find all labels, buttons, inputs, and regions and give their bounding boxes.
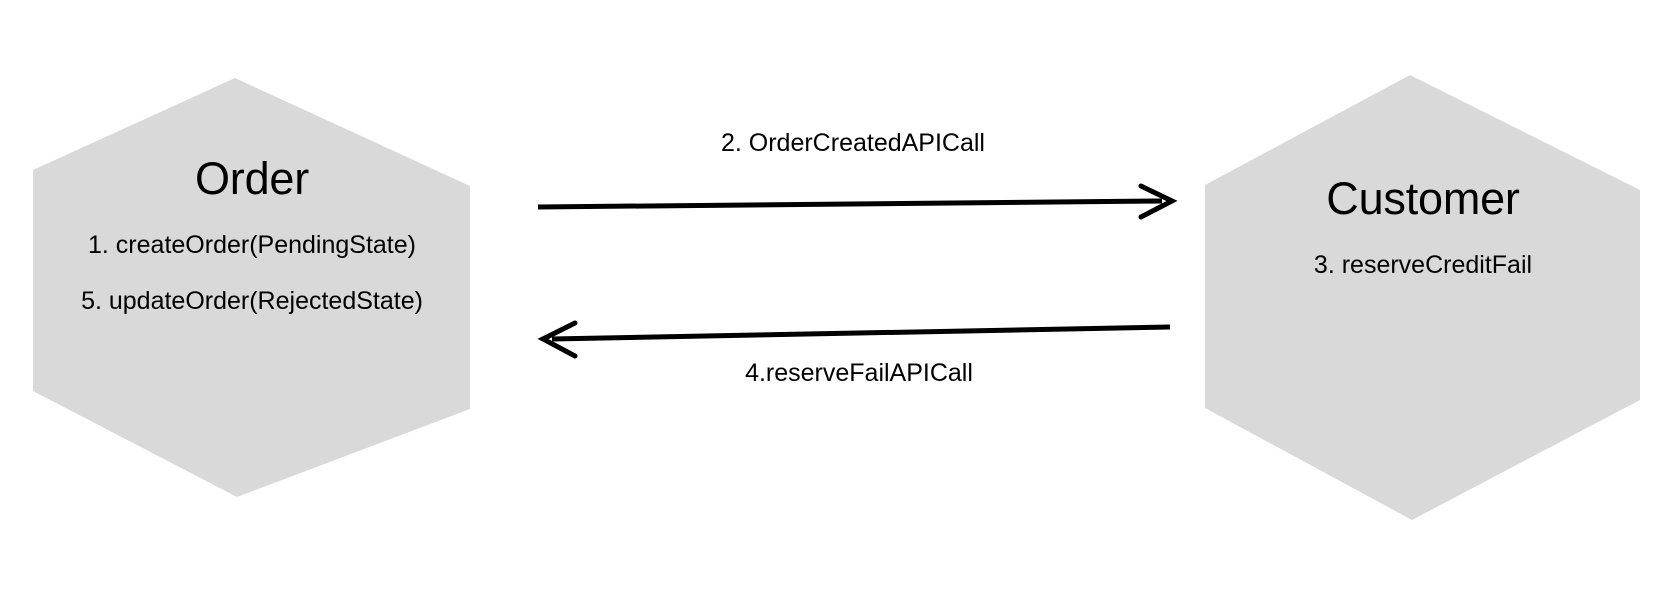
arrow-reserve-fail[interactable] [537,320,1171,359]
arrow-order-created[interactable] [537,183,1178,220]
hexagon-order[interactable] [33,78,470,497]
hexagon-customer[interactable] [1205,75,1640,520]
